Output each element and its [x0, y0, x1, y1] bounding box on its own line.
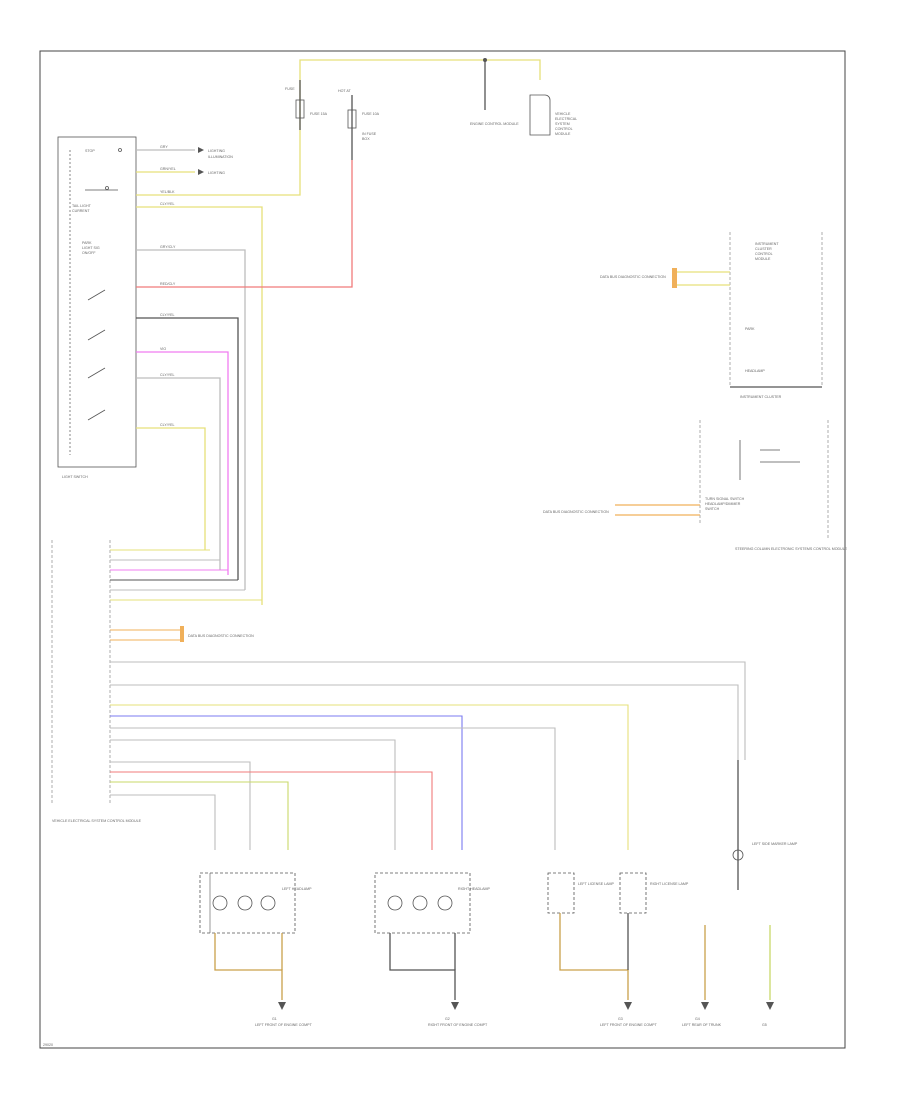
- svg-text:CONTROL: CONTROL: [555, 127, 573, 131]
- svg-text:LIGHTING: LIGHTING: [208, 149, 225, 153]
- data-bus-lower-label: DATA BUS DIAGNOSTIC CONNECTION: [188, 634, 254, 638]
- left-headlamp-label: LEFT HEADLAMP: [282, 887, 312, 891]
- ground-g2-id: G2: [445, 1017, 450, 1021]
- svg-text:STOP: STOP: [85, 149, 95, 153]
- svg-text:TAIL LIGHT: TAIL LIGHT: [72, 204, 92, 208]
- svg-text:CLUSTER: CLUSTER: [755, 247, 772, 251]
- vehicle-electrical-system-control-module: DATA BUS DIAGNOSTIC CONNECTION VEHICLE E…: [51, 540, 746, 850]
- data-bus-mid-label: DATA BUS DIAGNOSTIC CONNECTION: [600, 275, 666, 279]
- svg-text:GRN/YEL: GRN/YEL: [160, 167, 176, 171]
- fuse-b-label: FUSE 10A: [362, 112, 380, 116]
- svg-text:CLY/YEL: CLY/YEL: [160, 423, 175, 427]
- svg-text:ILLUMINATION: ILLUMINATION: [208, 155, 233, 159]
- svg-text:PARK: PARK: [745, 327, 755, 331]
- ground-g3-label: LEFT FRONT OF ENGINE COMPT: [600, 1023, 658, 1027]
- left-headlamp: LEFT HEADLAMP: [199, 872, 312, 934]
- svg-text:LIGHT SIG: LIGHT SIG: [82, 246, 100, 250]
- ground-g1-label: LEFT FRONT OF ENGINE COMPT: [255, 1023, 313, 1027]
- svg-text:MODULE: MODULE: [555, 132, 571, 136]
- vesc-module-label: VEHICLE ELECTRICAL SYSTEM CONTROL MODULE: [52, 819, 142, 823]
- svg-text:GRY/CLY: GRY/CLY: [160, 245, 176, 249]
- svg-text:MODULE: MODULE: [755, 257, 771, 261]
- ground-g5-label: G5: [762, 1023, 767, 1027]
- steering-column-label: STEERING COLUMN ELECTRONIC SYSTEMS CONTR…: [735, 547, 848, 551]
- fuse-a-label: FUSE 15A: [310, 112, 328, 116]
- ground-wiring: [214, 913, 774, 1010]
- engine-control-module-label: ENGINE CONTROL MODULE: [470, 122, 519, 126]
- light-switch-label: LIGHT SWITCH: [62, 475, 88, 479]
- ground-g4-id: G4: [695, 1017, 700, 1021]
- svg-text:CLY/YEL: CLY/YEL: [160, 202, 175, 206]
- svg-text:VIO: VIO: [160, 347, 166, 351]
- light-switch-wires: GRY GRN/YEL YEL/BLK CLY/YEL GRY/CLY RED/…: [136, 59, 541, 605]
- steering-column-module: DATA BUS DIAGNOSTIC CONNECTION TURN SIGN…: [543, 420, 848, 551]
- ground-g4-label: LEFT REAR OF TRUNK: [682, 1023, 722, 1027]
- svg-text:SWITCH: SWITCH: [705, 507, 720, 511]
- svg-text:YEL/BLK: YEL/BLK: [160, 190, 175, 194]
- data-bus-left-label: DATA BUS DIAGNOSTIC CONNECTION: [543, 510, 609, 514]
- right-headlamp: RIGHT HEADLAMP: [374, 872, 490, 934]
- svg-text:CLY/YEL: CLY/YEL: [160, 373, 175, 377]
- license-lamps: LEFT LICENSE LAMP RIGHT LICENSE LAMP: [547, 872, 689, 914]
- footer-id: 29020: [43, 1043, 53, 1047]
- svg-text:HEADLAMP: HEADLAMP: [745, 369, 765, 373]
- svg-text:TURN SIGNAL SWITCH: TURN SIGNAL SWITCH: [705, 497, 745, 501]
- svg-text:HOT AT: HOT AT: [338, 89, 351, 93]
- svg-text:SYSTEM: SYSTEM: [555, 122, 570, 126]
- ground-g3-id: G3: [618, 1017, 623, 1021]
- ground-g1-id: G1: [272, 1017, 277, 1021]
- svg-text:LIGHTING: LIGHTING: [208, 171, 225, 175]
- svg-text:ELECTRICAL: ELECTRICAL: [555, 117, 577, 121]
- svg-text:RED/CLY: RED/CLY: [160, 282, 176, 286]
- left-side-marker: LEFT SIDE MARKER LAMP: [732, 760, 798, 890]
- svg-text:CLY/YEL: CLY/YEL: [160, 313, 175, 317]
- svg-text:INSTRUMENT: INSTRUMENT: [755, 242, 779, 246]
- svg-text:FUSE: FUSE: [285, 87, 295, 91]
- svg-text:HEADLAMP/DIMMER: HEADLAMP/DIMMER: [705, 502, 741, 506]
- instrument-cluster: DATA BUS DIAGNOSTIC CONNECTION INSTRUMEN…: [600, 232, 823, 399]
- svg-text:VEHICLE: VEHICLE: [555, 112, 571, 116]
- right-headlamp-label: RIGHT HEADLAMP: [458, 887, 490, 891]
- svg-text:ON/OFF: ON/OFF: [82, 251, 96, 255]
- svg-text:CURRENT: CURRENT: [72, 209, 90, 213]
- left-side-marker-label: LEFT SIDE MARKER LAMP: [752, 842, 798, 846]
- svg-text:IN FUSE: IN FUSE: [362, 132, 377, 136]
- diagram-frame: [39, 50, 846, 1049]
- left-license-lamp-label: LEFT LICENSE LAMP: [578, 882, 614, 886]
- svg-text:BOX: BOX: [362, 137, 370, 141]
- svg-text:GRY: GRY: [160, 145, 168, 149]
- instrument-cluster-label: INSTRUMENT CLUSTER: [740, 395, 782, 399]
- ground-labels: G1 LEFT FRONT OF ENGINE COMPT G2 RIGHT F…: [255, 1017, 767, 1027]
- right-license-lamp-label: RIGHT LICENSE LAMP: [650, 882, 689, 886]
- ground-g2-label: RIGHT FRONT OF ENGINE COMPT: [428, 1023, 488, 1027]
- svg-text:PARK: PARK: [82, 241, 92, 245]
- svg-text:CONTROL: CONTROL: [755, 252, 773, 256]
- fuse-area: FUSE FUSE 15A HOT AT FUSE 10A IN FUSE BO…: [285, 58, 577, 160]
- light-switch: STOP TAIL LIGHT CURRENT PARK LIGHT SIG O…: [57, 136, 137, 479]
